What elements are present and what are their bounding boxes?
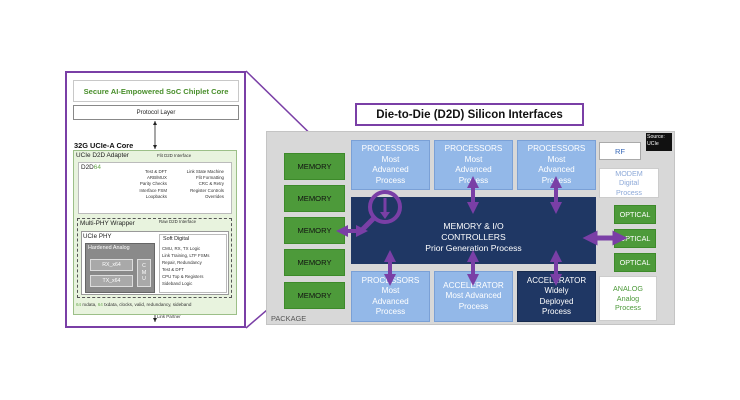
memory-block-1: MEMORY [284, 153, 345, 180]
phy-signal-footer: 64 rxdata, 64 txdata, clocks, valid, red… [76, 302, 192, 307]
diagram-title: Die-to-Die (D2D) Silicon Interfaces [355, 103, 584, 126]
raw-interface-label: Raw D2D Interface [159, 219, 197, 224]
d2d64-block [78, 162, 232, 214]
d2d-adapter-label: UCIe D2D Adapter [76, 152, 129, 159]
optical-block-1: OPTICAL [614, 205, 656, 224]
core-label: 32G UCIe-A Core [74, 141, 134, 150]
memory-block-2: MEMORY [284, 185, 345, 212]
soft-digital-block [159, 234, 227, 293]
memory-block-5: MEMORY [284, 282, 345, 309]
rf-block: RF [599, 142, 641, 160]
tx-block: TX_x64 [90, 275, 133, 287]
inset-title: Secure AI-Empowered SoC Chiplet Core [73, 80, 239, 102]
link-partner-label: Link Partner [157, 314, 181, 319]
memory-block-4: MEMORY [284, 249, 345, 276]
rx-block: RX_x64 [90, 259, 133, 271]
package-label: PACKAGE [271, 314, 307, 323]
source-badge: Source:UCIe [646, 133, 672, 151]
optical-block-3: OPTICAL [614, 253, 656, 272]
hardened-analog-label: Hardened Analog [88, 245, 130, 251]
memory-block-3: MEMORY [284, 217, 345, 244]
flit-interface-label: Flit D2D Interface [157, 153, 192, 158]
d2d64-label: D2D64 [81, 164, 101, 171]
multi-phy-wrapper-label: Multi-PHY Wrapper [80, 220, 135, 227]
protocol-layer: Protocol Layer [73, 105, 239, 120]
soft-digital-label: Soft Digital [163, 236, 190, 242]
ucie-phy-label: UCIe PHY [83, 233, 112, 240]
